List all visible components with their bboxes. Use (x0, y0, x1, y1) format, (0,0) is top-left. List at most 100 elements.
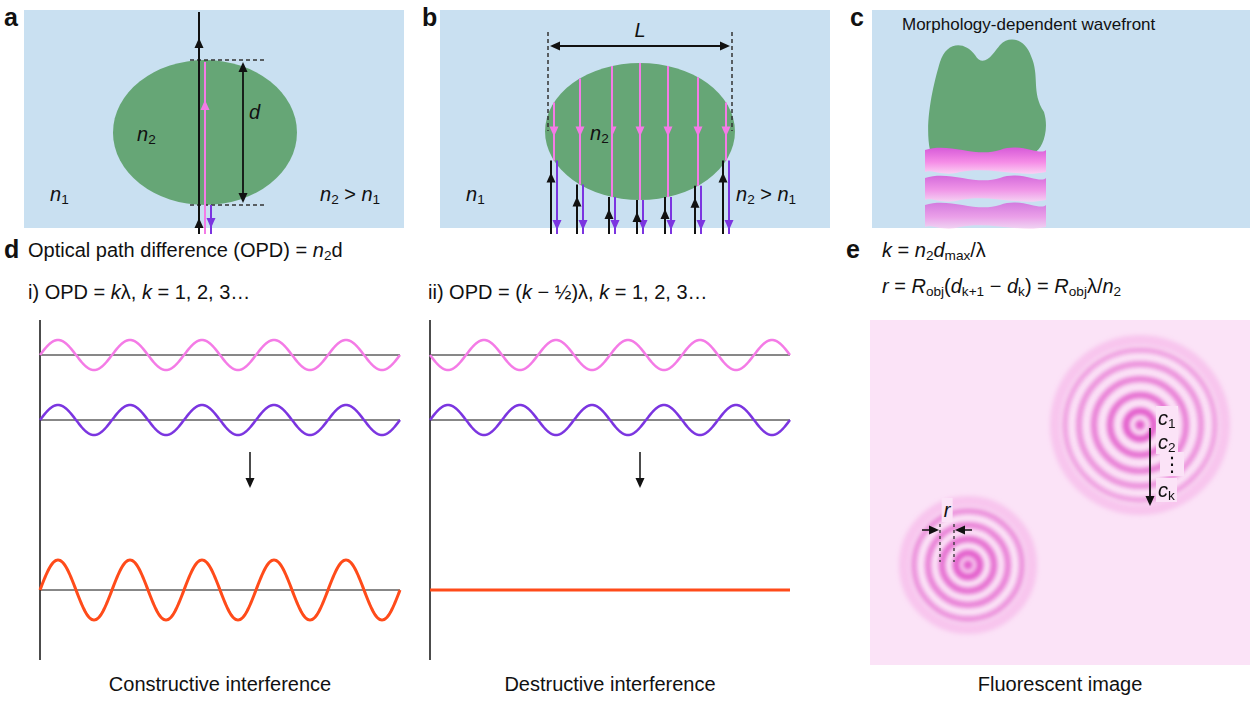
ray-line (576, 185, 578, 234)
axis-line (39, 320, 41, 660)
ring-label: c1 (1156, 406, 1178, 430)
wave-curve (430, 340, 790, 370)
dimension-arrow (554, 45, 726, 47)
arrowhead (722, 127, 731, 137)
condition-formula: i) OPD = kλ, k = 1, 2, 3… (28, 280, 250, 304)
fringe-halo (904, 501, 1032, 629)
arrowhead (239, 193, 248, 203)
arrowhead (720, 42, 730, 51)
dimension-label: d (249, 100, 260, 124)
panel-letter: a (4, 2, 18, 32)
medium-panel: Ln1 n2 > n1 n2 (440, 10, 830, 228)
arrowhead (719, 173, 728, 183)
arrowhead (664, 127, 673, 137)
arrowhead (195, 38, 204, 48)
wave-curve (40, 405, 400, 435)
ring-label: ck (1156, 478, 1177, 502)
formula: k = n2dmax/λ (882, 238, 986, 262)
ray-line (204, 62, 206, 234)
refractive-index: n2 (135, 122, 158, 146)
particle-blob (928, 39, 1046, 155)
arrowhead (195, 218, 204, 228)
arrowhead (636, 127, 645, 137)
fringe-ring (1094, 379, 1186, 471)
medium-panel: n1 n2 > n1 n2 d (24, 10, 404, 228)
panel-letter: e (846, 234, 860, 264)
flow-arrow (249, 452, 251, 482)
arrowhead (633, 212, 642, 222)
fringe-ring (942, 539, 994, 591)
dimension-label: L (632, 18, 647, 42)
arrowhead (579, 220, 588, 230)
arrowhead (611, 220, 620, 230)
arrowhead (239, 62, 248, 72)
arrowhead (697, 220, 706, 230)
dimension-guide (731, 32, 733, 131)
fringe-ring (1079, 364, 1201, 486)
panel-letter: b (422, 2, 437, 32)
dimension-label: r (942, 498, 953, 522)
ray-line (550, 161, 552, 234)
arrowhead (605, 209, 614, 219)
ring-label: c2 (1156, 430, 1178, 454)
ray-line (694, 186, 696, 234)
axis-line (429, 320, 431, 660)
index-relation: n2 > n1 (736, 182, 796, 206)
wave-curve (40, 340, 400, 370)
arrowhead (246, 478, 255, 488)
arrowhead (547, 173, 556, 183)
refractive-index: n2 (588, 121, 611, 145)
arrowhead (929, 526, 939, 535)
formula: r = Robj(dk+1 − dk) = Robjλ/n2 (882, 274, 1121, 298)
ring-center (1135, 420, 1145, 430)
wave-curve (40, 560, 400, 620)
panel-letter: d (4, 234, 19, 264)
condition-formula: ii) OPD = (k − ½)λ, k = 1, 2, 3… (428, 280, 708, 304)
dimension-arrow (242, 66, 244, 199)
arrowhead (576, 127, 585, 137)
fringe-ring (914, 511, 1022, 619)
interference-caption: Destructive interference (504, 672, 715, 696)
ray-line (722, 161, 724, 234)
panel-title: Morphology-dependent wavefront (902, 15, 1155, 35)
image-caption: Fluorescent image (978, 672, 1143, 696)
flow-arrow (639, 452, 641, 482)
fringe-ring (1110, 395, 1170, 455)
arrowhead (955, 526, 965, 535)
fringe-halo (1055, 340, 1225, 510)
arrowhead (207, 218, 216, 228)
ellipse-fill (545, 63, 735, 200)
arrowhead (550, 127, 559, 137)
arrowhead (550, 42, 560, 51)
arrowhead (661, 209, 670, 219)
arrowhead (725, 220, 734, 230)
interference-caption: Constructive interference (109, 672, 331, 696)
arrowhead (553, 220, 562, 230)
panel-letter: c (850, 2, 864, 32)
wavefront-layer (925, 202, 1046, 228)
wavefront-layer (925, 175, 1046, 201)
arrowhead (691, 198, 700, 208)
ring-label: ⋮ (1160, 452, 1184, 476)
ring-center (963, 560, 973, 570)
fringe-rings (904, 340, 1225, 629)
arrowhead (636, 478, 645, 488)
wavefront-layer (925, 147, 1046, 173)
fringe-ring (928, 525, 1008, 605)
wave-curve (430, 405, 790, 435)
dimension-guide (547, 32, 549, 131)
dimension-guide (190, 204, 265, 206)
arrowhead (608, 127, 617, 137)
arrowhead (667, 220, 676, 230)
arrowhead (1146, 496, 1155, 506)
arrowhead (201, 100, 210, 110)
fringe-ring (956, 553, 980, 577)
wave-curve (430, 589, 790, 592)
dimension-guide (939, 524, 940, 562)
refractive-index: n1 (50, 182, 69, 206)
dimension-guide (953, 524, 954, 562)
refractive-index: n1 (466, 182, 485, 206)
index-relation: n2 > n1 (320, 182, 380, 206)
